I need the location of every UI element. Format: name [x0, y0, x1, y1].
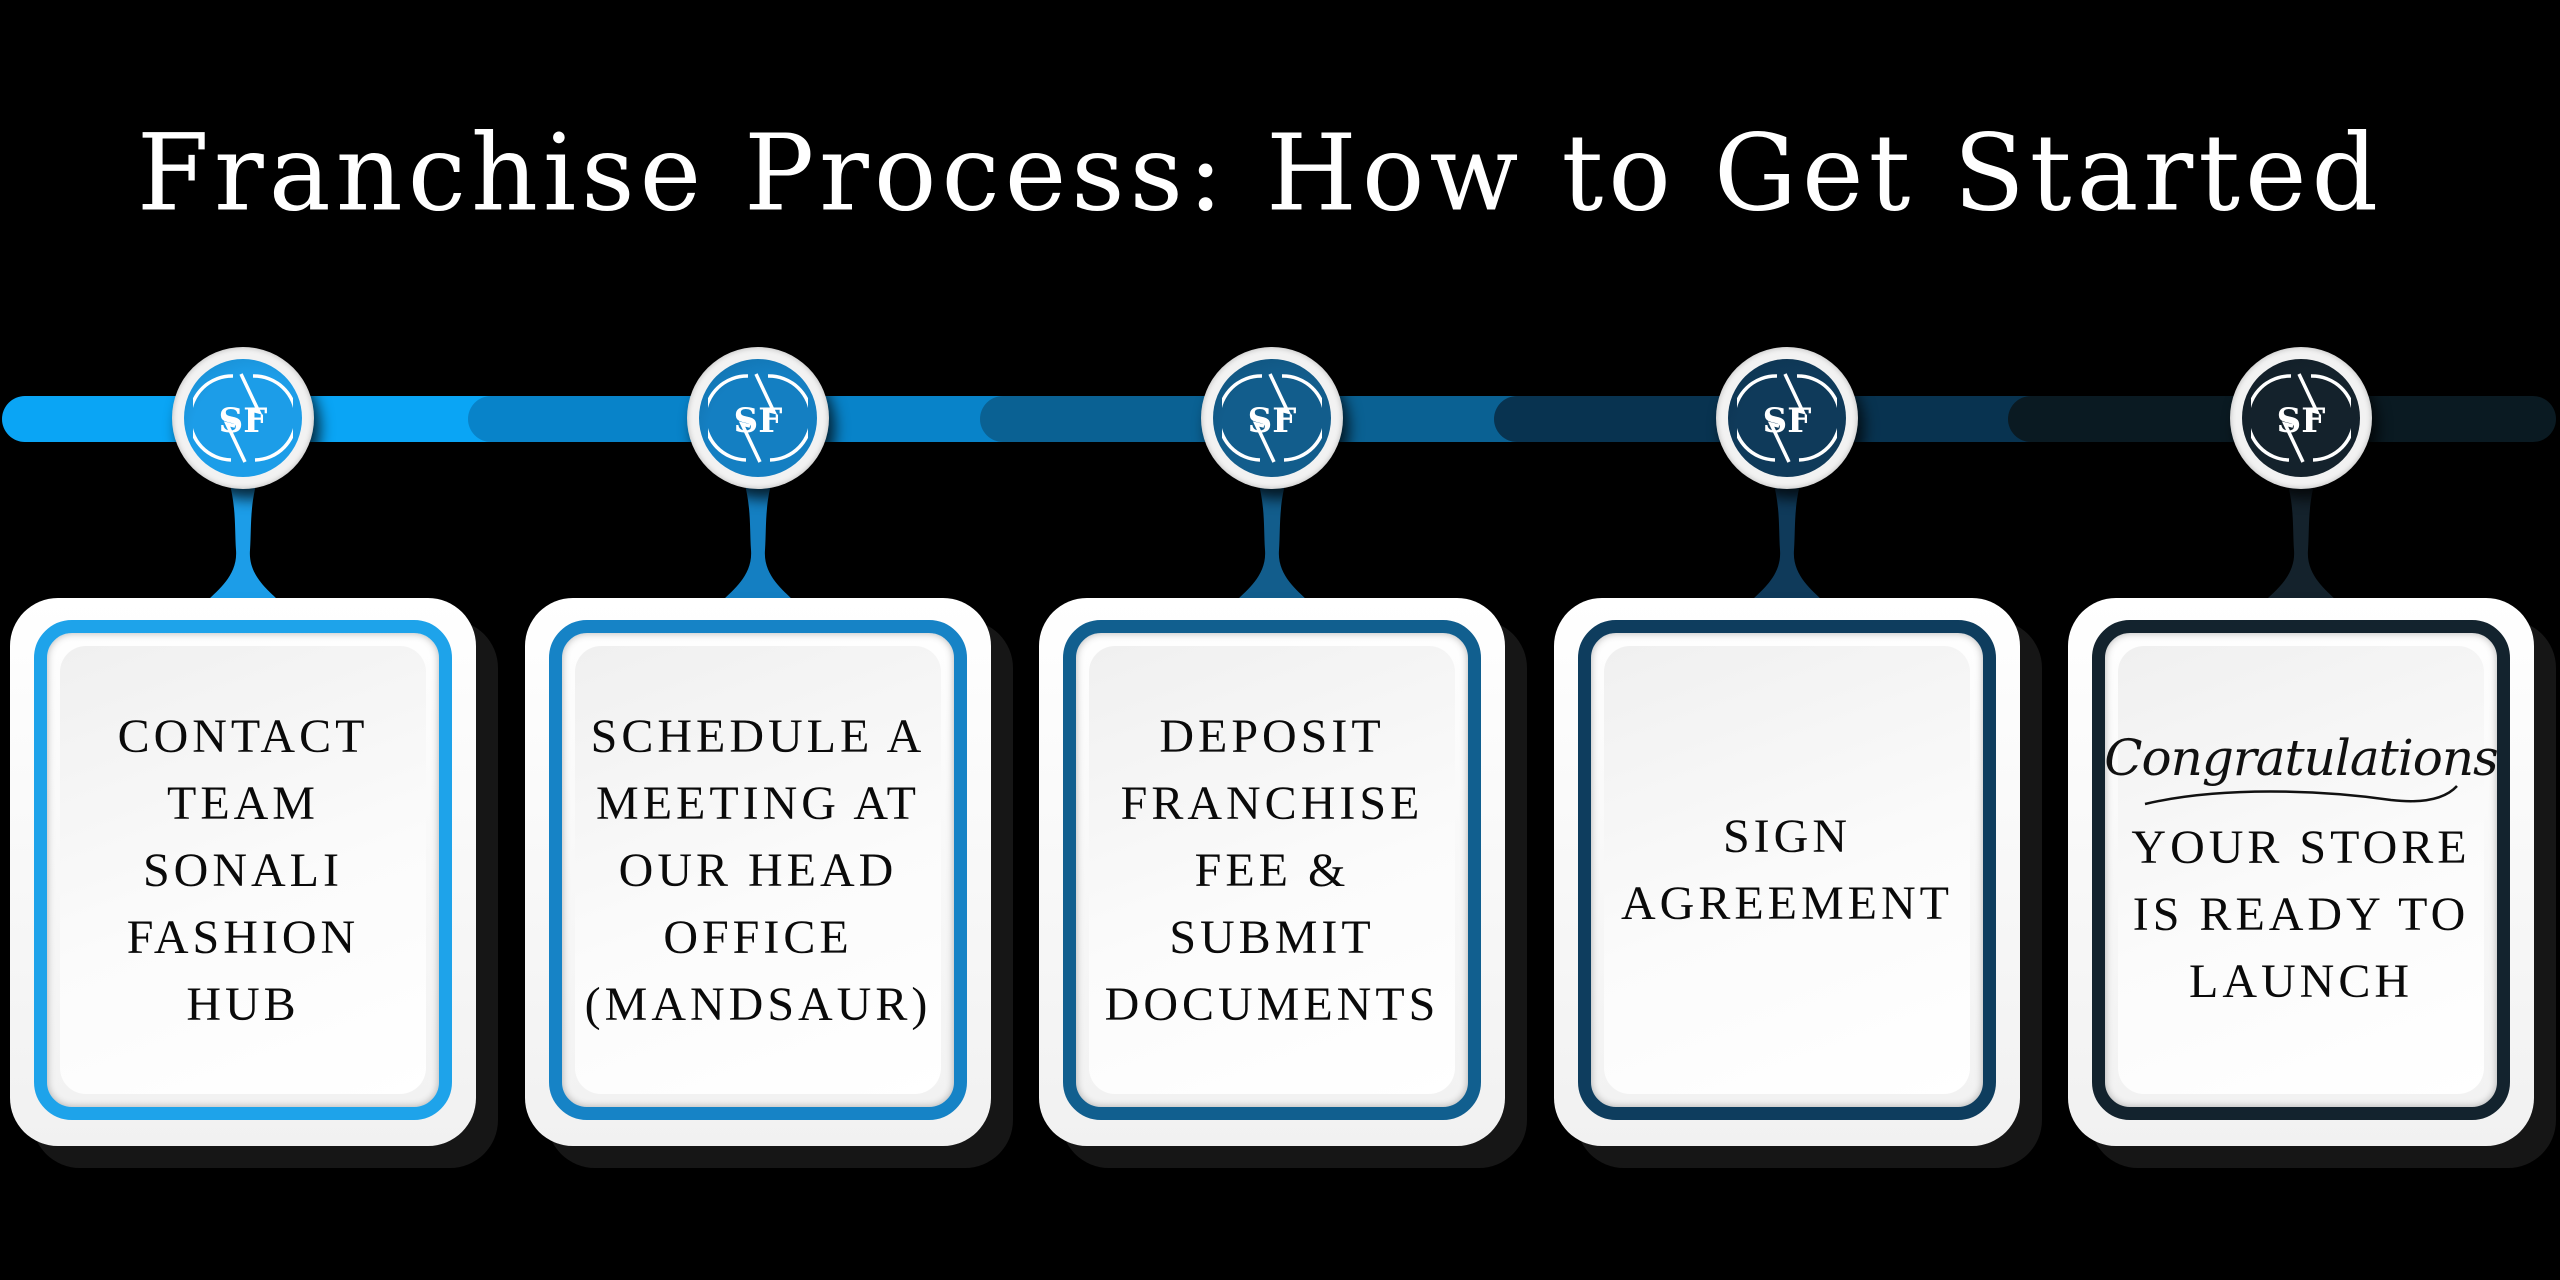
step-card-frame: [34, 620, 452, 1120]
step-node-inner: SF: [184, 359, 302, 477]
step-node-inner: SF: [699, 359, 817, 477]
step-node-inner: SF: [2242, 359, 2360, 477]
sf-logo-icon: SF: [193, 373, 293, 463]
page-title: Franchise Process: How to Get Started: [136, 110, 2384, 236]
svg-text:SF: SF: [734, 401, 783, 441]
step-2-text: SCHEDULE A MEETING AT OUR HEAD OFFICE (M…: [584, 709, 932, 1031]
step-card-frame: [1063, 620, 1481, 1120]
step-2-node: SF: [687, 347, 829, 489]
step-4-connector: [1752, 450, 1822, 600]
swash-underline-icon: [2144, 784, 2458, 805]
step-5-node: SF: [2230, 347, 2372, 489]
step-1-card: CONTACT TEAM SONALI FASHION HUB: [10, 598, 476, 1146]
step-5-text: YOUR STORE IS READY TO LAUNCH: [2131, 820, 2471, 1008]
step-card-content: SCHEDULE A MEETING AT OUR HEAD OFFICE (M…: [562, 633, 954, 1107]
svg-text:SF: SF: [1248, 401, 1297, 441]
step-4-card: SIGN AGREEMENT: [1554, 598, 2020, 1146]
step-card-content: SIGN AGREEMENT: [1591, 633, 1983, 1107]
congratulations-heading: Congratulations: [2104, 728, 2498, 787]
step-card-panel: [575, 646, 941, 1094]
step-1-node: SF: [172, 347, 314, 489]
step-3-card: DEPOSIT FRANCHISE FEE & SUBMIT DOCUMENTS: [1039, 598, 1505, 1146]
step-card-content: CONTACT TEAM SONALI FASHION HUB: [47, 633, 439, 1107]
step-node-inner: SF: [1728, 359, 1846, 477]
step-node-inner: SF: [1213, 359, 1331, 477]
sf-logo-icon: SF: [1737, 373, 1837, 463]
step-card-content: DEPOSIT FRANCHISE FEE & SUBMIT DOCUMENTS: [1076, 633, 1468, 1107]
step-1-text: CONTACT TEAM SONALI FASHION HUB: [117, 709, 369, 1031]
step-2-card: SCHEDULE A MEETING AT OUR HEAD OFFICE (M…: [525, 598, 991, 1146]
step-4-text: SIGN AGREEMENT: [1621, 810, 1953, 930]
sf-logo-icon: SF: [1222, 373, 1322, 463]
step-card-frame: [1578, 620, 1996, 1120]
svg-text:SF: SF: [219, 401, 268, 441]
step-card-panel: [1604, 646, 1970, 1094]
step-3-node: SF: [1201, 347, 1343, 489]
step-card-panel: [60, 646, 426, 1094]
step-card-frame: [2092, 620, 2510, 1120]
svg-text:SF: SF: [2277, 401, 2326, 441]
step-card-frame: [549, 620, 967, 1120]
step-2-connector: [723, 450, 793, 600]
step-4-node: SF: [1716, 347, 1858, 489]
sf-logo-icon: SF: [708, 373, 808, 463]
step-card-panel: [2118, 646, 2484, 1094]
step-1-connector: [208, 450, 278, 600]
svg-text:SF: SF: [1763, 401, 1812, 441]
step-3-connector: [1237, 450, 1307, 600]
step-5-connector: [2266, 450, 2336, 600]
sf-logo-icon: SF: [2251, 373, 2351, 463]
step-3-text: DEPOSIT FRANCHISE FEE & SUBMIT DOCUMENTS: [1104, 709, 1440, 1031]
step-card-panel: [1089, 646, 1455, 1094]
